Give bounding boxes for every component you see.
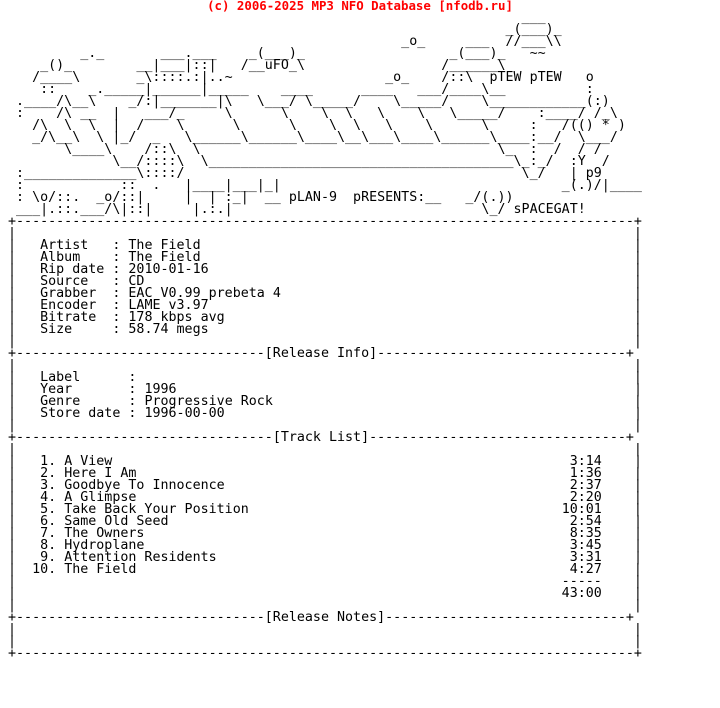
field-label: Size bbox=[40, 322, 113, 337]
field-value: 1996-00-00 bbox=[144, 406, 225, 421]
nfo-document: ___ _(___)_ _o_ ___ //___\\ _._ ___.___ … bbox=[8, 10, 642, 661]
field-value: EAC V0.99 prebeta 4 bbox=[128, 286, 281, 301]
track-list-heading: [Track List] bbox=[272, 430, 370, 445]
track-time: 4:27 bbox=[569, 562, 602, 577]
track-title: The Field bbox=[64, 562, 137, 577]
ascii-art-line: \____\ /::\ \ \_ : / / / bbox=[8, 142, 602, 157]
ascii-art-line: _._ ___.___ _(___)_ _(___)_ ~~ bbox=[8, 46, 546, 61]
field-label: Encoder bbox=[40, 298, 113, 313]
field-label: Artist bbox=[40, 238, 113, 253]
track-time: 3:45 bbox=[569, 538, 602, 553]
field-label: Album bbox=[40, 250, 113, 265]
field-label: Store date bbox=[40, 406, 129, 421]
ascii-art-line: : :: . |____|___|_| _(.)/|____ bbox=[8, 178, 642, 193]
ascii-art-line: : /\ __ | ___/_ \ \ \ \ \ \ \_____/ :___… bbox=[8, 106, 618, 121]
track-title: A Glimpse bbox=[64, 490, 137, 505]
total-time: 43:00 bbox=[561, 586, 602, 601]
ascii-art-line: :: _._____|______|_____ ____ ____ ___/__… bbox=[8, 82, 594, 97]
track-title: Attention Residents bbox=[64, 550, 217, 565]
track-number: 8. bbox=[16, 538, 57, 553]
track-title: Here I Am bbox=[64, 466, 137, 481]
ascii-art-line: _()_ __|___|::| /__uFO_\ /______\ bbox=[8, 58, 506, 73]
section-rule: +---------------------------------------… bbox=[8, 646, 642, 661]
ascii-art-line: _(___)_ bbox=[8, 22, 562, 37]
field-value: LAME v3.97 bbox=[128, 298, 209, 313]
ascii-art-line: ___ bbox=[8, 10, 546, 25]
field-label: Label bbox=[40, 370, 129, 385]
field-value: Progressive Rock bbox=[144, 394, 273, 409]
track-time: 10:01 bbox=[561, 502, 602, 517]
field-label: Rip date bbox=[40, 262, 113, 277]
section-rule: +---------------------------------------… bbox=[8, 214, 642, 229]
track-number: 9. bbox=[16, 550, 57, 565]
track-title: The Owners bbox=[64, 526, 145, 541]
track-number: 2. bbox=[16, 466, 57, 481]
track-number: 7. bbox=[16, 526, 57, 541]
track-time: 2:54 bbox=[569, 514, 602, 529]
track-time: 3:31 bbox=[569, 550, 602, 565]
field-value: The Field bbox=[128, 238, 201, 253]
track-title: A View bbox=[64, 454, 113, 469]
ascii-art-line: /\ \ \ | / \ \ \ \ \ \ \ \ : /(() * ) bbox=[8, 118, 626, 133]
ascii-art-line: _/\__\ \ |_/ _ \______\______\____\__\__… bbox=[8, 130, 618, 145]
ascii-art-line: .____/\__\ _/:|_______|\ \___/ \_____/ \… bbox=[8, 94, 610, 109]
ascii-art-line: : \o/::. _o/::| | | :_| __ pLAN-9 pRESEN… bbox=[8, 190, 514, 205]
track-title: Take Back Your Position bbox=[64, 502, 249, 517]
field-value: CD bbox=[128, 274, 145, 289]
track-number: 5. bbox=[16, 502, 57, 517]
field-label: Genre bbox=[40, 394, 129, 409]
field-label: Year bbox=[40, 382, 129, 397]
site-banner[interactable]: (c) 2006-2025 MP3 NFO Database [nfodb.ru… bbox=[207, 0, 513, 13]
field-label: Source bbox=[40, 274, 113, 289]
field-value: 2010-01-16 bbox=[128, 262, 209, 277]
field-value: 1996 bbox=[144, 382, 177, 397]
ascii-art-line: _o_ ___ //___\\ bbox=[8, 34, 562, 49]
field-value: 58.74 megs bbox=[128, 322, 209, 337]
total-separator: ----- bbox=[561, 574, 602, 589]
track-title: Same Old Seed bbox=[64, 514, 169, 529]
release-info-heading: [Release Info] bbox=[264, 346, 378, 361]
track-time: 3:14 bbox=[569, 454, 602, 469]
track-number: 4. bbox=[16, 490, 57, 505]
track-number: 3. bbox=[16, 478, 57, 493]
field-label: Bitrate bbox=[40, 310, 113, 325]
ascii-art-line: /____\ _\::::.:|..~ _o_ /::\ pTEW pTEW o bbox=[8, 70, 594, 85]
ascii-art-line: \__/::::\ \_____________________________… bbox=[8, 154, 610, 169]
track-time: 2:37 bbox=[569, 478, 602, 493]
ascii-art-line: :______________\::::/ \_/ | p9 bbox=[8, 166, 602, 181]
track-time: 2:20 bbox=[569, 490, 602, 505]
track-time: 1:36 bbox=[569, 466, 602, 481]
track-number: 6. bbox=[16, 514, 57, 529]
release-notes-heading: [Release Notes] bbox=[264, 610, 386, 625]
field-value: 178 kbps avg bbox=[128, 310, 225, 325]
track-title: Hydroplane bbox=[64, 538, 145, 553]
track-title: Goodbye To Innocence bbox=[64, 478, 225, 493]
track-number: 1. bbox=[16, 454, 57, 469]
ascii-art-line: ___|.::.___/\|::| |.:.| \_/ sPACEGAT! bbox=[8, 202, 586, 217]
track-time: 8:35 bbox=[569, 526, 602, 541]
field-value: The Field bbox=[128, 250, 201, 265]
field-label: Grabber bbox=[40, 286, 113, 301]
track-number: 10. bbox=[16, 562, 57, 577]
